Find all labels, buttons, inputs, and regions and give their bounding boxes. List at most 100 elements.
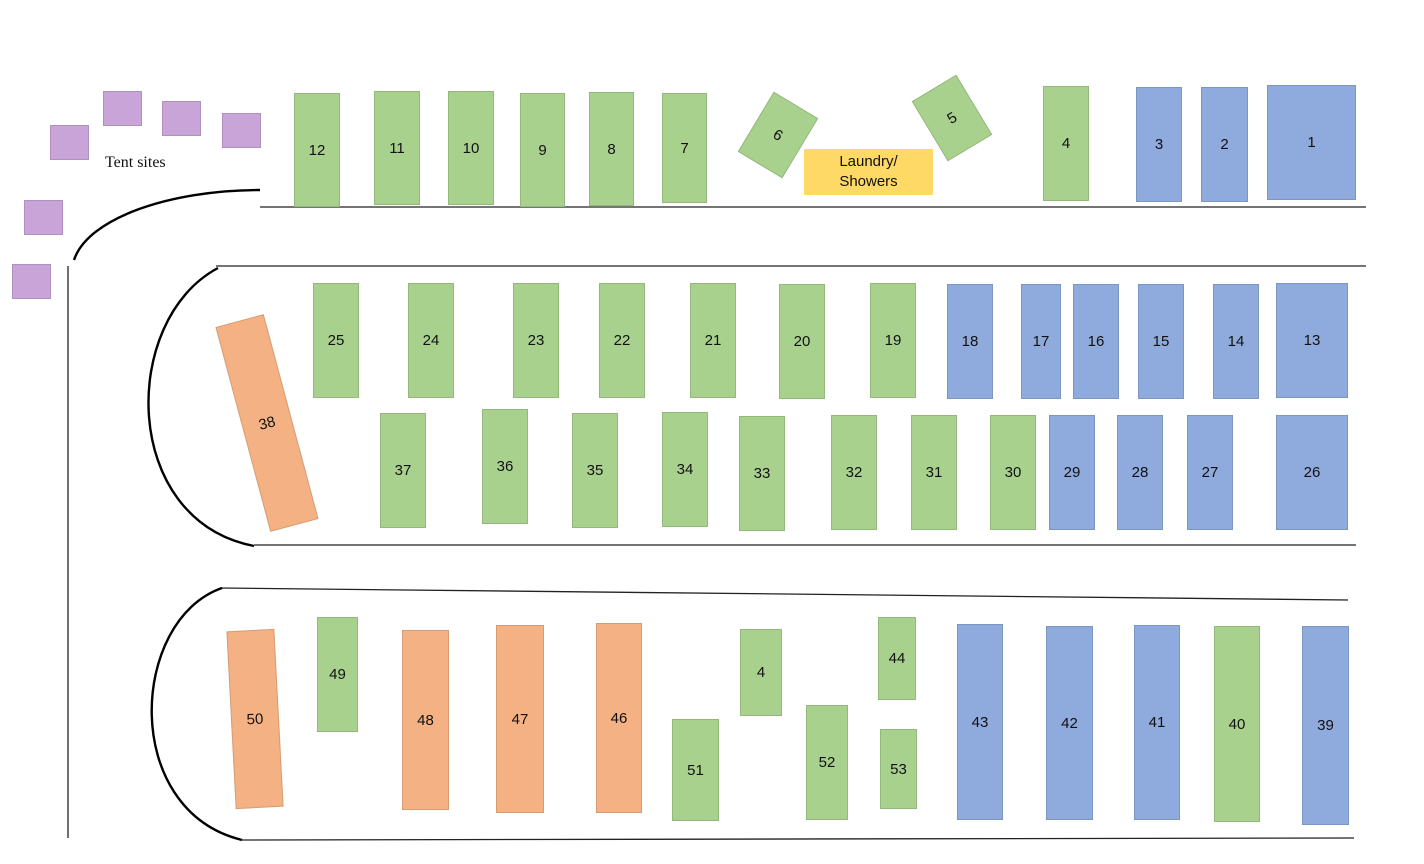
- campsite-number: 35: [586, 462, 604, 479]
- campsite-1[interactable]: 1: [1267, 85, 1356, 200]
- campsite-number: 17: [1032, 333, 1050, 350]
- tent-site[interactable]: [103, 91, 142, 126]
- campsite-number: 43: [971, 713, 989, 731]
- campsite-number: 11: [389, 139, 405, 157]
- campsite-19[interactable]: 19: [870, 283, 916, 398]
- campsite-number: 37: [394, 462, 412, 479]
- campsite-37[interactable]: 37: [380, 413, 426, 528]
- campsite-number: 42: [1061, 714, 1078, 732]
- campsite-44[interactable]: 44: [878, 617, 916, 700]
- campsite-number: 27: [1201, 464, 1219, 481]
- campsite-number: 20: [793, 333, 811, 350]
- campsite-23[interactable]: 23: [513, 283, 559, 398]
- campsite-26[interactable]: 26: [1276, 415, 1348, 530]
- campsite-22[interactable]: 22: [599, 283, 645, 398]
- campsite-3[interactable]: 3: [1136, 87, 1182, 202]
- tent-site[interactable]: [222, 113, 261, 148]
- road-curve-entrance: [72, 188, 261, 261]
- campsite-24[interactable]: 24: [408, 283, 454, 398]
- road-row4-top: [219, 587, 1349, 601]
- campsite-39[interactable]: 39: [1302, 626, 1349, 825]
- campsite-4[interactable]: 4: [1043, 86, 1089, 201]
- campsite-11[interactable]: 11: [374, 91, 420, 205]
- campsite-number: 36: [496, 458, 514, 475]
- campsite-number: 25: [327, 332, 345, 349]
- campsite-number: 28: [1131, 464, 1149, 481]
- campsite-36[interactable]: 36: [482, 409, 528, 524]
- campsite-15[interactable]: 15: [1138, 284, 1184, 399]
- campsite-number: 29: [1063, 464, 1081, 481]
- campsite-number: 4: [756, 664, 766, 681]
- campsite-42[interactable]: 42: [1046, 626, 1093, 820]
- campsite-34[interactable]: 34: [662, 412, 708, 527]
- campsite-number: 24: [422, 332, 440, 349]
- campsite-10[interactable]: 10: [448, 91, 494, 205]
- campsite-number: 7: [680, 139, 689, 157]
- campsite-51[interactable]: 51: [672, 719, 719, 821]
- campsite-2[interactable]: 2: [1201, 87, 1248, 202]
- tent-site[interactable]: [50, 125, 89, 160]
- campsite-number: 51: [687, 761, 704, 779]
- campsite-53[interactable]: 53: [880, 729, 917, 809]
- campsite-9[interactable]: 9: [520, 93, 565, 207]
- campsite-41[interactable]: 41: [1134, 625, 1180, 820]
- campsite-8[interactable]: 8: [589, 92, 634, 206]
- campsite-16[interactable]: 16: [1073, 284, 1119, 399]
- campsite-21[interactable]: 21: [690, 283, 736, 398]
- campsite-number: 21: [704, 332, 722, 349]
- campsite-40[interactable]: 40: [1214, 626, 1260, 822]
- campsite-48[interactable]: 48: [402, 630, 449, 810]
- campsite-35[interactable]: 35: [572, 413, 618, 528]
- tent-site[interactable]: [24, 200, 63, 235]
- campsite-12[interactable]: 12: [294, 93, 340, 207]
- road-curve-loop-2: [150, 586, 243, 842]
- tent-site[interactable]: [12, 264, 51, 299]
- road-curve-loop-1: [147, 266, 255, 548]
- campsite-number: 26: [1303, 464, 1321, 481]
- campsite-25[interactable]: 25: [313, 283, 359, 398]
- campsite-number: 41: [1148, 714, 1166, 731]
- campsite-27[interactable]: 27: [1187, 415, 1233, 530]
- campsite-29[interactable]: 29: [1049, 415, 1095, 530]
- tent-sites-label: Tent sites: [105, 154, 166, 171]
- campsite-number: 6: [770, 125, 786, 145]
- campsite-17[interactable]: 17: [1021, 284, 1061, 399]
- road-curves: [72, 188, 261, 842]
- campsite-28[interactable]: 28: [1117, 415, 1163, 530]
- campsite-50[interactable]: 50: [226, 628, 284, 810]
- campsite-number: 18: [961, 333, 979, 350]
- campsite-number: 14: [1227, 333, 1245, 350]
- campsite-13[interactable]: 13: [1276, 283, 1348, 398]
- campsite-30[interactable]: 30: [990, 415, 1036, 530]
- campsite-31[interactable]: 31: [911, 415, 957, 530]
- tent-site[interactable]: [162, 101, 201, 136]
- campsite-number: 4: [1061, 135, 1071, 152]
- campsite-number: 8: [607, 140, 616, 158]
- campsite-43[interactable]: 43: [957, 624, 1003, 820]
- campsite-number: 1: [1307, 134, 1316, 151]
- campsite-number: 38: [256, 412, 278, 434]
- campsite-number: 23: [527, 332, 545, 349]
- campsite-number: 10: [462, 139, 480, 157]
- campsite-number: 22: [613, 332, 631, 349]
- campsite-20[interactable]: 20: [779, 284, 825, 399]
- campsite-number: 47: [511, 710, 529, 728]
- campsite-number: 13: [1303, 332, 1321, 349]
- campsite-18[interactable]: 18: [947, 284, 993, 399]
- campsite-46[interactable]: 46: [596, 623, 642, 813]
- campsite-number: 5: [944, 108, 960, 128]
- campsite-49[interactable]: 49: [317, 617, 358, 732]
- campsite-47[interactable]: 47: [496, 625, 544, 813]
- campsite-number: 39: [1317, 717, 1334, 734]
- campsite-14[interactable]: 14: [1213, 284, 1259, 399]
- campsite-52[interactable]: 52: [806, 705, 848, 820]
- campsite-32[interactable]: 32: [831, 415, 877, 530]
- campsite-33[interactable]: 33: [739, 416, 785, 531]
- laundry-showers-building[interactable]: Laundry/ Showers: [804, 149, 933, 195]
- campsite-4[interactable]: 4: [740, 629, 782, 716]
- campsite-7[interactable]: 7: [662, 93, 707, 203]
- campsite-number: 52: [818, 754, 836, 771]
- campsite-number: 50: [246, 710, 264, 728]
- campsite-number: 44: [888, 650, 906, 667]
